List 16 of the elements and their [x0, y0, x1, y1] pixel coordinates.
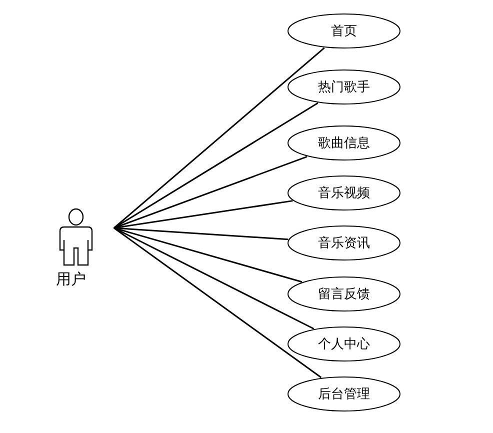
- connector-line: [114, 227, 322, 378]
- use-case-ellipse: 热门歌手: [287, 69, 401, 105]
- connector-line: [114, 47, 325, 229]
- use-case-ellipse: 留言反馈: [287, 276, 401, 312]
- actor-label: 用户: [56, 270, 86, 289]
- use-case-ellipse: 首页: [287, 13, 401, 49]
- connector-line: [114, 156, 308, 229]
- connector-line: [114, 102, 318, 229]
- connector-line: [114, 227, 314, 330]
- use-case-ellipse: 个人中心: [287, 326, 401, 362]
- use-case-ellipse: 音乐资讯: [287, 225, 401, 261]
- use-case-ellipse: 后台管理: [287, 376, 401, 412]
- connector-line: [114, 200, 293, 229]
- use-case-ellipse: 音乐视频: [287, 175, 401, 211]
- use-case-ellipse: 歌曲信息: [287, 125, 401, 161]
- connector-line: [114, 227, 302, 283]
